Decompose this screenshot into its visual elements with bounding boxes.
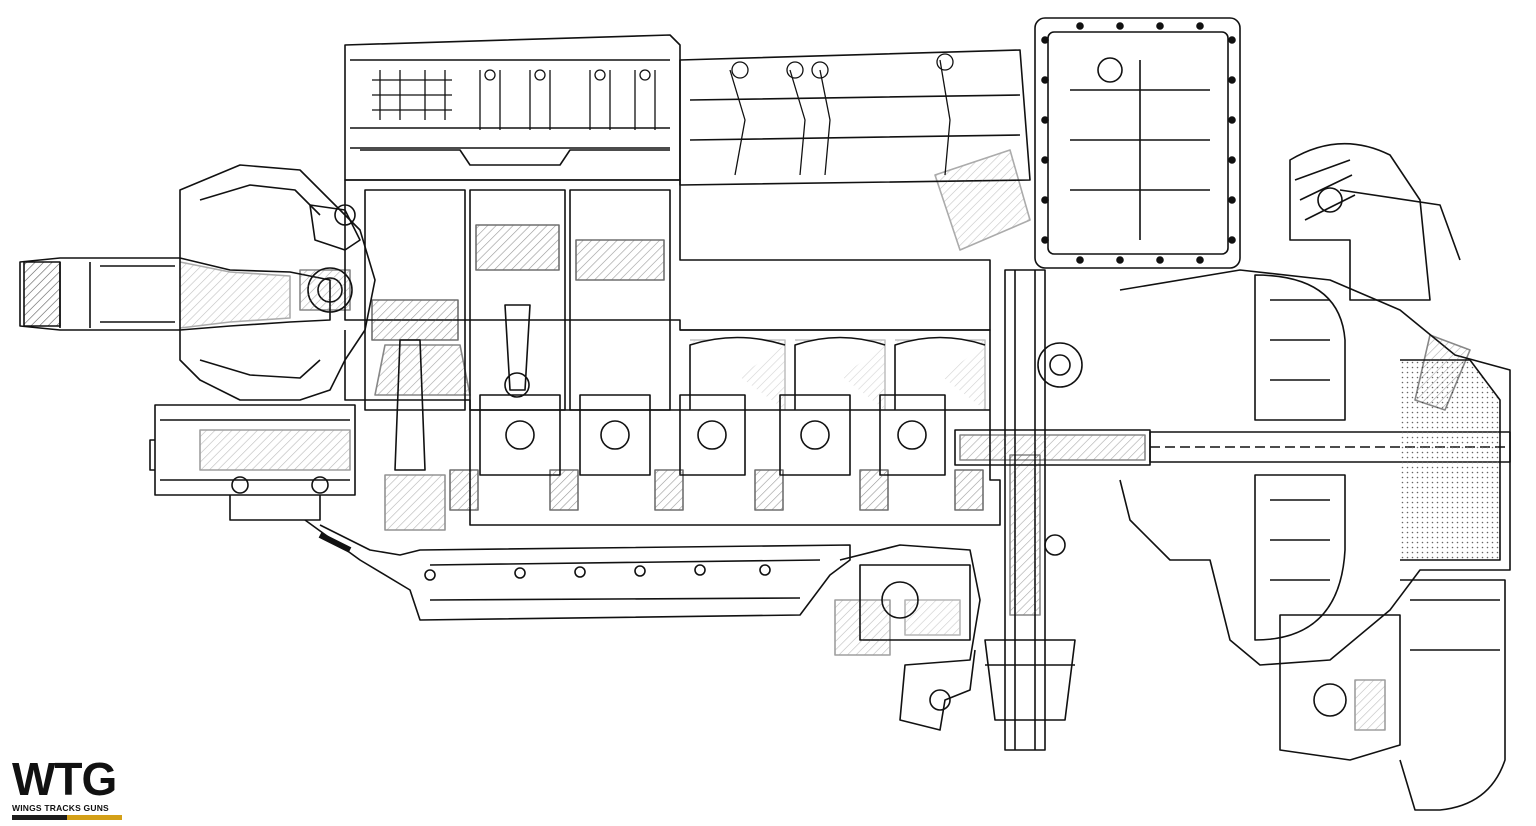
logo-bar-gold	[67, 815, 122, 820]
supercharger-housing	[1119, 269, 1511, 666]
oil-sump	[304, 519, 851, 621]
impeller-stage-2	[1254, 474, 1346, 641]
connecting-rod	[384, 304, 531, 531]
logo-letters: WTG	[12, 753, 117, 805]
rear-accessory-gearbox	[1279, 579, 1506, 811]
aftercooler-box	[1034, 17, 1241, 269]
boost-control-unit	[1289, 142, 1461, 301]
logo-bar-dark	[12, 815, 67, 820]
reduction-gear-housing	[179, 164, 376, 401]
propeller-shaft	[19, 257, 331, 331]
cylinder-head-valvetrain	[344, 34, 681, 181]
cylinder-bore-2	[469, 189, 566, 411]
logo-color-bar	[12, 815, 122, 820]
cylinder-bore-3	[569, 189, 671, 411]
intake-manifold	[679, 49, 1031, 251]
crankshaft	[449, 394, 984, 511]
main-bearing-caps	[449, 469, 984, 511]
impeller-stage-1	[1254, 274, 1346, 421]
accessory-drive-front	[149, 404, 356, 521]
wtg-logo: WTG WINGS TRACKS GUNS	[12, 753, 124, 820]
crankcase-webs	[689, 336, 986, 410]
coolant-pump	[834, 544, 981, 731]
crankcase	[344, 329, 1001, 526]
logo-tagline: WINGS TRACKS GUNS	[12, 803, 109, 813]
cylinder-block	[344, 179, 991, 411]
